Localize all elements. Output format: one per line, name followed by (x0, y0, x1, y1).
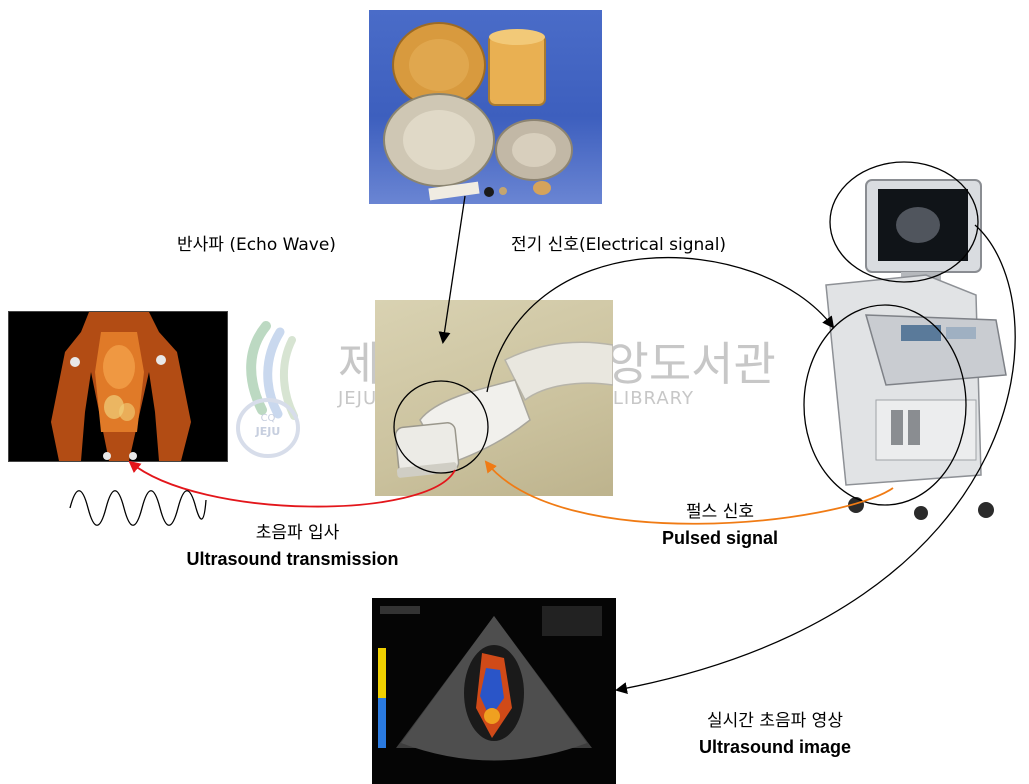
monitor-circle (830, 162, 978, 282)
console-circle (804, 305, 966, 505)
electrical-signal-label: 전기 신호(Electrical signal) (511, 230, 726, 255)
echo-wave-label: 반사파 (Echo Wave) (177, 230, 336, 255)
pulsed-signal-label: 펄스 신호 Pulsed signal (630, 497, 810, 549)
electrical-signal-arrow (487, 258, 833, 392)
transmission-en: Ultrasound transmission (145, 549, 440, 570)
echo-wave-arrow (443, 196, 465, 342)
ultrasound-image-en: Ultrasound image (660, 737, 890, 758)
transmission-label: 초음파 입사 Ultrasound transmission (145, 518, 440, 570)
ultrasound-image-kr: 실시간 초음파 영상 (660, 706, 890, 731)
ultrasound-image-label: 실시간 초음파 영상 Ultrasound image (660, 706, 890, 758)
pulsed-signal-kr: 펄스 신호 (630, 497, 810, 522)
transmission-kr: 초음파 입사 (145, 518, 440, 543)
transmission-arrow (130, 462, 455, 507)
probe-circle (394, 381, 488, 473)
pulsed-signal-en: Pulsed signal (630, 528, 810, 549)
